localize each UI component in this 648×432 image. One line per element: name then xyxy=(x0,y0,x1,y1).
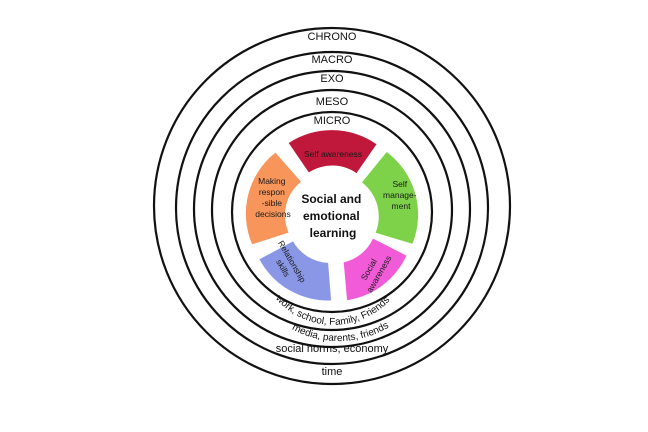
segment-self-awareness xyxy=(288,130,377,174)
sel-wheel xyxy=(245,130,419,301)
segment-labels: Self awareness Self manage- ment Social … xyxy=(255,149,419,294)
segment-responsible-decisions xyxy=(245,152,301,245)
system-rings xyxy=(152,26,512,386)
ring-label-chrono: CHRONO xyxy=(308,31,357,43)
ring-label-micro: MICRO xyxy=(314,115,351,127)
segment-relationship-skills xyxy=(259,241,332,301)
segment-label-self-awareness: Self awareness xyxy=(304,149,362,159)
ring-description-labels: work, school, Family, Friends media, par… xyxy=(273,292,393,378)
ring-label-macro: MACRO xyxy=(312,54,353,66)
ring-meso xyxy=(210,88,454,332)
ring-label-exo: EXO xyxy=(320,73,344,85)
ring-micro xyxy=(230,110,434,314)
segment-label-self-management: Self manage- ment xyxy=(383,179,419,211)
ring-macro xyxy=(174,50,490,366)
ring-desc-macro: social norms, economy xyxy=(276,343,389,355)
ring-exo xyxy=(192,69,472,349)
ring-name-labels: CHRONO MACRO EXO MESO MICRO xyxy=(308,31,357,127)
segment-label-responsible-decisions: Making respon -sible decisions xyxy=(255,176,290,219)
ring-chrono xyxy=(152,26,512,386)
ring-desc-chrono: time xyxy=(322,366,343,378)
ring-label-meso: MESO xyxy=(316,96,349,108)
segment-self-management xyxy=(362,152,419,244)
segment-social-awareness xyxy=(343,238,407,301)
center-title: Social and emotional learning xyxy=(301,192,364,240)
